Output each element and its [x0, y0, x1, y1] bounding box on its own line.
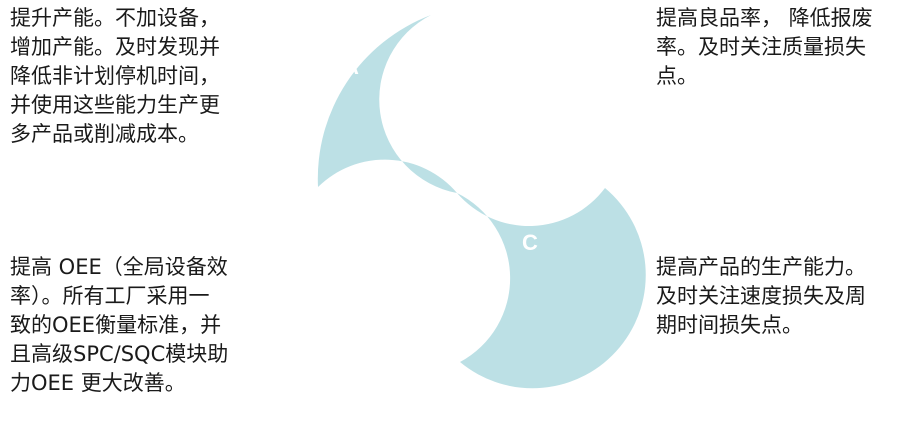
petal-a-label: A [343, 54, 359, 79]
petal-c [457, 188, 646, 389]
text-line: 并使用这些能力生产更 [10, 93, 220, 117]
text-line: 致的OEE衡量标准，并 [10, 313, 222, 337]
text-line: 率）。所有工厂采用一 [10, 284, 210, 308]
text-block-bottom-right: 提高产品的生产能力。 及时关注速度损失及周 期时间损失点。 [656, 253, 866, 340]
text-line: 提升产能。不加设备， [10, 6, 220, 30]
text-line: 提高良品率， 降低报废 [656, 6, 873, 30]
text-block-top-left: 提升产能。不加设备， 增加产能。及时发现并 降低非计划停机时间， 并使用这些能力… [10, 4, 220, 149]
text-line: 增加产能。及时发现并 [10, 35, 220, 59]
text-line: 点。 [656, 64, 698, 88]
text-line: 及时关注速度损失及周 [656, 284, 866, 308]
text-line: 且高级SPC/SQC模块助 [10, 342, 229, 366]
text-line: 提高产品的生产能力。 [656, 255, 866, 279]
petal-a [317, 15, 457, 193]
text-line: 降低非计划停机时间， [10, 64, 220, 88]
text-line: 期时间损失点。 [656, 313, 803, 337]
petal-c-label: C [522, 230, 538, 255]
text-line: 率。及时关注质量损失 [656, 35, 866, 59]
text-block-top-right: 提高良品率， 降低报废 率。及时关注质量损失 点。 [656, 4, 873, 91]
text-line: 多产品或削减成本。 [10, 122, 199, 146]
text-line: 力OEE 更大改善。 [10, 371, 186, 395]
text-line: 提高 OEE（全局设备效 [10, 255, 228, 279]
text-block-bottom-left: 提高 OEE（全局设备效 率）。所有工厂采用一 致的OEE衡量标准，并 且高级S… [10, 253, 228, 398]
